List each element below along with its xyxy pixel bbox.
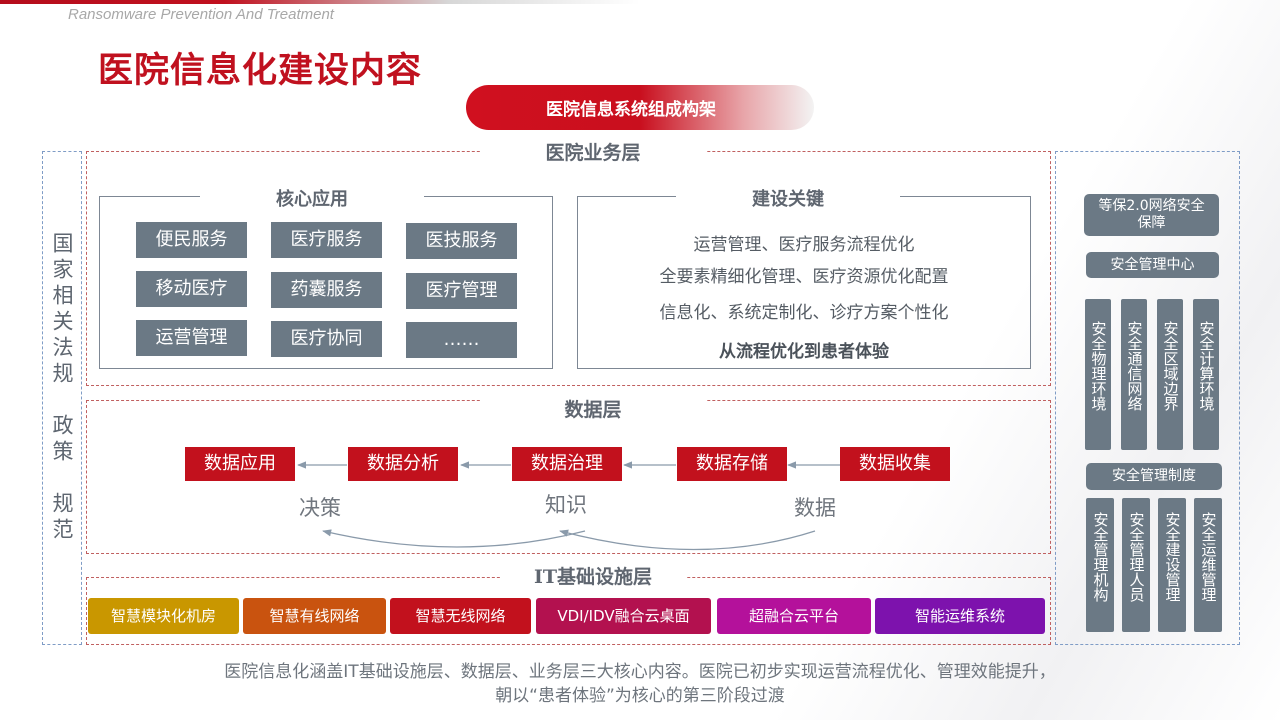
construction-key-title: 建设关键 xyxy=(676,185,900,215)
security-column-frame xyxy=(1055,151,1240,645)
security-mlps-header: 等保2.0网络安全保障 xyxy=(1084,194,1219,236)
security-compute-env-label: 安全计算环境 xyxy=(1197,321,1216,411)
data-layer-title: 数据层 xyxy=(480,395,706,425)
security-policy-label: 安全管理制度 xyxy=(1112,468,1196,484)
core-app-collaboration[interactable]: 医疗协同 xyxy=(271,321,382,357)
security-area-boundary: 安全区域边界 xyxy=(1157,299,1183,450)
it-layer-title: IT基础设施层 xyxy=(500,562,686,592)
security-area-boundary-label: 安全区域边界 xyxy=(1161,321,1180,411)
core-app-medical-management[interactable]: 医疗管理 xyxy=(406,273,517,309)
header-accent-line xyxy=(0,0,640,4)
security-physical-env: 安全物理环境 xyxy=(1085,299,1111,450)
it-item-wireless-network[interactable]: 智慧无线网络 xyxy=(390,598,531,634)
data-step-application[interactable]: 数据应用 xyxy=(185,447,295,481)
security-mgmt-staff: 安全管理人员 xyxy=(1122,498,1150,632)
it-item-cloud-desktop[interactable]: VDI/IDV融合云桌面 xyxy=(536,598,711,634)
flow-label-data: 数据 xyxy=(794,496,836,520)
data-step-governance[interactable]: 数据治理 xyxy=(512,447,622,481)
security-compute-env: 安全计算环境 xyxy=(1193,299,1219,450)
it-item-modular-datacenter[interactable]: 智慧模块化机房 xyxy=(88,598,239,634)
security-ops-mgmt-label: 安全运维管理 xyxy=(1199,512,1218,602)
core-app-medtech-service[interactable]: 医技服务 xyxy=(406,223,517,259)
construction-key-line-1: 运营管理、医疗服务流程优化 xyxy=(693,235,915,255)
security-comm-network: 安全通信网络 xyxy=(1121,299,1147,450)
security-mgmt-org-label: 安全管理机构 xyxy=(1091,512,1110,602)
law-policy-label: 国家相关法规 政策 规范 xyxy=(50,232,74,544)
core-app-pharmacy-service[interactable]: 药囊服务 xyxy=(271,272,382,308)
flow-label-decision: 决策 xyxy=(299,496,341,520)
security-comm-network-label: 安全通信网络 xyxy=(1125,321,1144,411)
core-app-convenience[interactable]: 便民服务 xyxy=(136,222,247,258)
it-item-hyperconverged-cloud[interactable]: 超融合云平台 xyxy=(717,598,871,634)
construction-key-line-3: 信息化、系统定制化、诊疗方案个性化 xyxy=(659,303,949,323)
security-construction-mgmt: 安全建设管理 xyxy=(1158,498,1186,632)
footer-summary-line-2: 朝以“患者体验”为核心的第三阶段过渡 xyxy=(495,686,785,706)
core-app-more[interactable]: …… xyxy=(406,322,517,358)
law-policy-column: 国家相关法规 政策 规范 xyxy=(42,151,82,645)
header-subtitle: Ransomware Prevention And Treatment xyxy=(68,6,334,23)
core-app-medical-service[interactable]: 医疗服务 xyxy=(271,222,382,258)
security-center-header: 安全管理中心 xyxy=(1086,252,1219,278)
construction-key-summary: 从流程优化到患者体验 xyxy=(719,342,889,362)
it-item-smart-operations[interactable]: 智能运维系统 xyxy=(875,598,1045,634)
data-step-storage[interactable]: 数据存储 xyxy=(677,447,787,481)
core-app-mobile-medical[interactable]: 移动医疗 xyxy=(136,271,247,307)
data-step-collection[interactable]: 数据收集 xyxy=(840,447,950,481)
architecture-banner: 医院信息系统组成构架 xyxy=(466,85,814,130)
business-layer-title: 医院业务层 xyxy=(480,138,706,168)
security-mgmt-org: 安全管理机构 xyxy=(1086,498,1114,632)
page-title: 医院信息化建设内容 xyxy=(98,50,423,91)
security-center-label: 安全管理中心 xyxy=(1110,256,1195,273)
security-physical-env-label: 安全物理环境 xyxy=(1089,321,1108,411)
security-construction-mgmt-label: 安全建设管理 xyxy=(1163,512,1182,602)
flow-curve-data-to-knowledge xyxy=(559,529,816,551)
security-mgmt-staff-label: 安全管理人员 xyxy=(1127,512,1146,602)
flow-curve-knowledge-to-decision xyxy=(322,529,586,548)
security-ops-mgmt: 安全运维管理 xyxy=(1194,498,1222,632)
flow-label-knowledge: 知识 xyxy=(545,493,587,517)
core-apps-title: 核心应用 xyxy=(200,185,424,215)
construction-key-line-2: 全要素精细化管理、医疗资源优化配置 xyxy=(659,267,949,287)
it-item-wired-network[interactable]: 智慧有线网络 xyxy=(243,598,386,634)
core-app-operations[interactable]: 运营管理 xyxy=(136,320,247,356)
footer-summary-line-1: 医院信息化涵盖IT基础设施层、数据层、业务层三大核心内容。医院已初步实现运营流程… xyxy=(224,662,1056,682)
security-policy-header: 安全管理制度 xyxy=(1086,463,1222,490)
data-step-analysis[interactable]: 数据分析 xyxy=(348,447,458,481)
security-mlps-label: 等保2.0网络安全保障 xyxy=(1098,198,1205,231)
architecture-banner-label: 医院信息系统组成构架 xyxy=(546,100,716,120)
